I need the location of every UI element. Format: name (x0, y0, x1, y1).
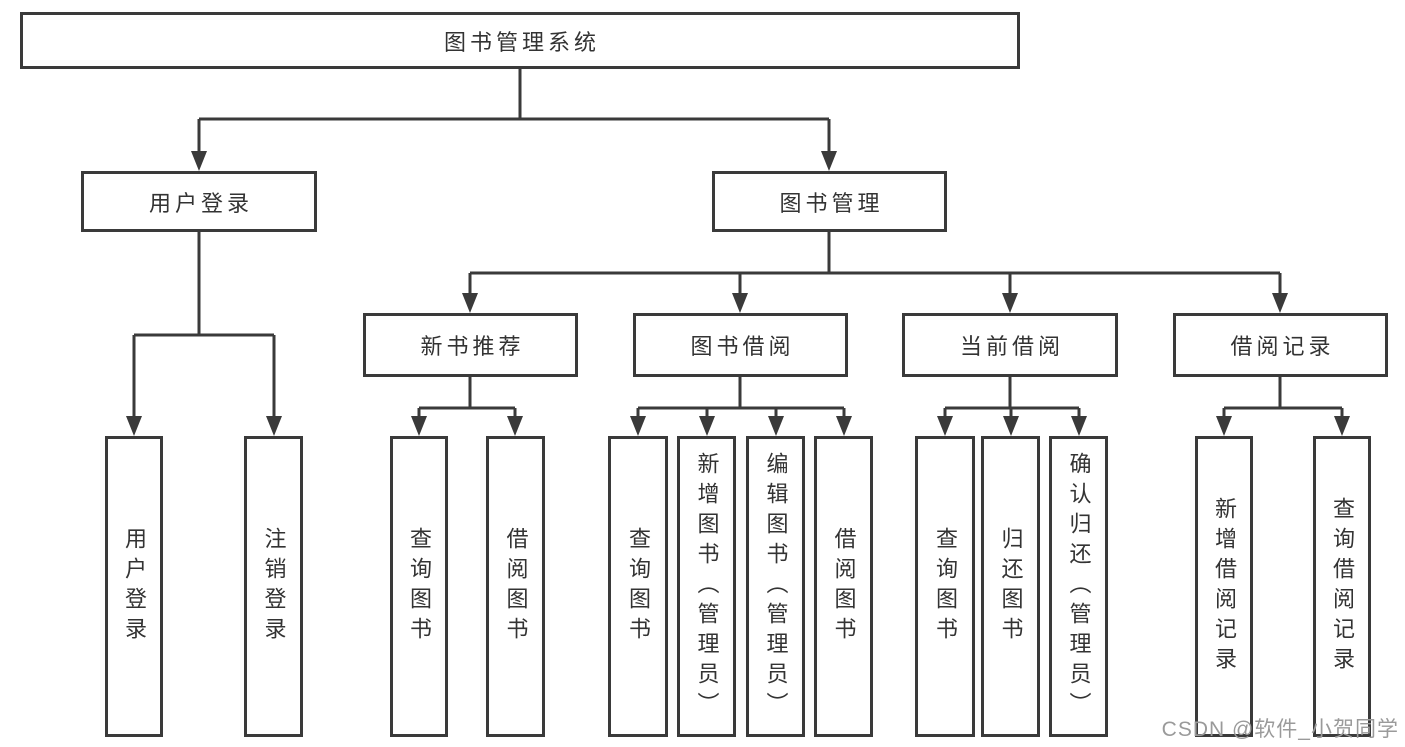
leaf-logout: 注销登录 (244, 436, 303, 737)
leaf-add-books-admin: 新增图书（管理员） (677, 436, 736, 737)
leaf-query-borrow-record: 查询借阅记录 (1313, 436, 1371, 737)
leaf-borrow-books-recommend: 借阅图书 (486, 436, 545, 737)
leaf-borrow-books: 借阅图书 (814, 436, 873, 737)
node-book-borrow: 图书借阅 (633, 313, 848, 377)
leaf-edit-books-admin: 编辑图书（管理员） (746, 436, 805, 737)
watermark-text: CSDN @软件_小贺同学 (1161, 718, 1399, 741)
node-library-management-system: 图书管理系统 (20, 12, 1020, 69)
node-new-book-recommend: 新书推荐 (363, 313, 578, 377)
leaf-query-books-borrow: 查询图书 (608, 436, 668, 737)
node-book-management: 图书管理 (712, 171, 947, 232)
node-current-borrow: 当前借阅 (902, 313, 1118, 377)
leaf-confirm-return-admin: 确认归还（管理员） (1049, 436, 1108, 737)
leaf-query-books-current: 查询图书 (915, 436, 975, 737)
leaf-query-books-recommend: 查询图书 (390, 436, 448, 737)
leaf-return-books: 归还图书 (981, 436, 1040, 737)
leaf-add-borrow-record: 新增借阅记录 (1195, 436, 1253, 737)
leaf-user-login: 用户登录 (105, 436, 163, 737)
node-borrow-records: 借阅记录 (1173, 313, 1388, 377)
node-user-login: 用户登录 (81, 171, 317, 232)
